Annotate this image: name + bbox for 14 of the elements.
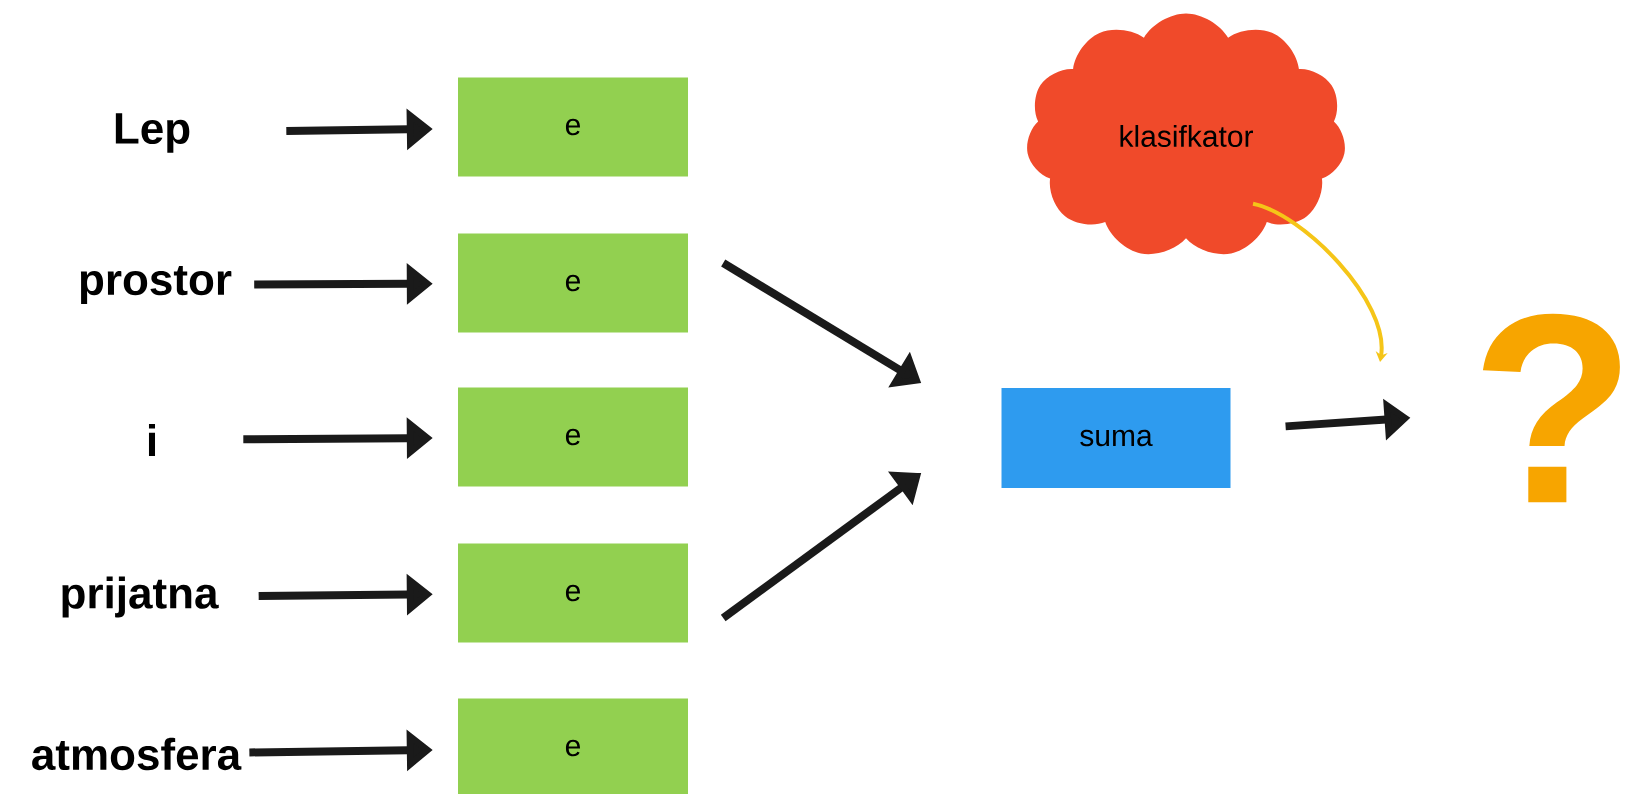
curved-arrow [1252, 201, 1388, 362]
embedding-box: e [458, 543, 688, 643]
word-label: i [148, 424, 155, 456]
embedding-box: e [458, 233, 688, 333]
word-label: prostor [80, 266, 232, 304]
question-mark: ? [1482, 313, 1620, 503]
word-label: Lep [115, 113, 190, 153]
sum-box: suma [1001, 388, 1231, 488]
classifier-cloud: klasifkator [1027, 13, 1345, 255]
embedding-box: e [458, 77, 688, 177]
word-label: prijatna [62, 576, 219, 618]
word-label: atmosfera [32, 737, 242, 771]
embedding-box: e [458, 387, 688, 487]
embedding-box: e [458, 698, 688, 794]
